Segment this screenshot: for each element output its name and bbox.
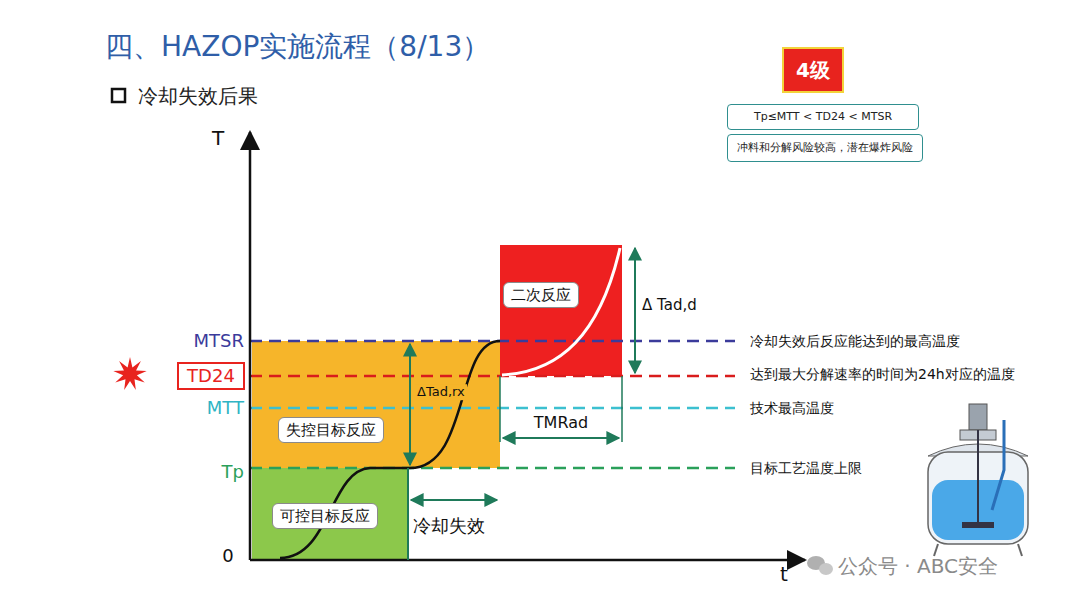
starburst-shape	[113, 357, 146, 390]
box-text: TD24	[187, 365, 235, 387]
reactor-impeller	[962, 522, 994, 528]
watermark-icon	[807, 556, 833, 575]
level-note: 冷却失效后反应能达到的最高温度	[750, 333, 960, 350]
axis-origin: 0	[222, 545, 233, 567]
td24-line	[250, 375, 735, 378]
failure-arrow	[411, 499, 497, 501]
level-note: 技术最高温度	[750, 400, 834, 417]
dimension-label: Δ Tad,d	[642, 296, 697, 314]
condition-box: Tp≤MTT < TD24 < MTSR	[727, 104, 919, 130]
event-label: 冷却失效	[413, 515, 485, 537]
runaway-region	[252, 341, 500, 468]
bullet-square	[112, 89, 125, 102]
explosion-starburst	[113, 357, 146, 390]
tmrad-tick	[499, 376, 501, 442]
level-name: Tp	[222, 461, 244, 483]
box-text: 冲料和分解风险较高，潜在爆炸风险	[737, 141, 913, 154]
risk-note-box: 冲料和分解风险较高，潜在爆炸风险	[727, 134, 923, 162]
box-text: Tp≤MTT < TD24 < MTSR	[754, 110, 892, 123]
reactor-illustration	[928, 404, 1028, 556]
subtitle: 冷却失效后果	[138, 84, 258, 108]
reactor-leg	[1018, 544, 1022, 556]
secondary-band: 二次反应	[500, 245, 622, 376]
region-label: 可控目标反应	[272, 503, 378, 529]
tmrad-arrow	[503, 437, 619, 439]
reactor-shaft	[977, 430, 979, 528]
dimension-label: ΔTad,rx	[415, 384, 467, 400]
td24-box: TD24	[177, 362, 245, 390]
box-text: 4级	[796, 58, 830, 82]
secondary-region	[500, 245, 622, 376]
level-note: 目标工艺温度上限	[750, 460, 862, 477]
failure-marker	[407, 468, 409, 560]
x-axis	[250, 559, 805, 562]
slide-title: 四、HAZOP实施流程（8/13）	[105, 30, 490, 64]
region-label: 失控目标反应	[278, 417, 384, 443]
runaway-band: 失控目标反应	[252, 341, 500, 468]
controlled-band: 可控目标反应	[252, 468, 408, 560]
level-name: MTSR	[194, 330, 244, 352]
region-label: 二次反应	[503, 282, 579, 308]
mtt-line	[250, 407, 735, 410]
decomposition-curve	[502, 248, 620, 375]
risk-level-box: 4级	[782, 47, 844, 93]
icon-bubble	[819, 563, 833, 575]
y-axis	[249, 132, 252, 560]
feed-pipe	[992, 420, 1004, 510]
tp-line	[250, 467, 735, 470]
controlled-region	[252, 468, 408, 560]
tmrad-tick	[621, 376, 623, 442]
watermark: 公众号 · ABC安全	[838, 554, 998, 578]
level-note: 达到最大分解速率的时间为24h对应的温度	[750, 366, 1015, 383]
dimension-label: TMRad	[534, 413, 588, 432]
level-name: MTT	[207, 397, 244, 419]
axis-label: t	[780, 562, 788, 586]
dtad-d-arrow	[634, 248, 636, 373]
dtad-rx-arrow	[409, 344, 411, 465]
axis-label: T	[212, 126, 224, 150]
reactor-motor	[969, 404, 987, 430]
